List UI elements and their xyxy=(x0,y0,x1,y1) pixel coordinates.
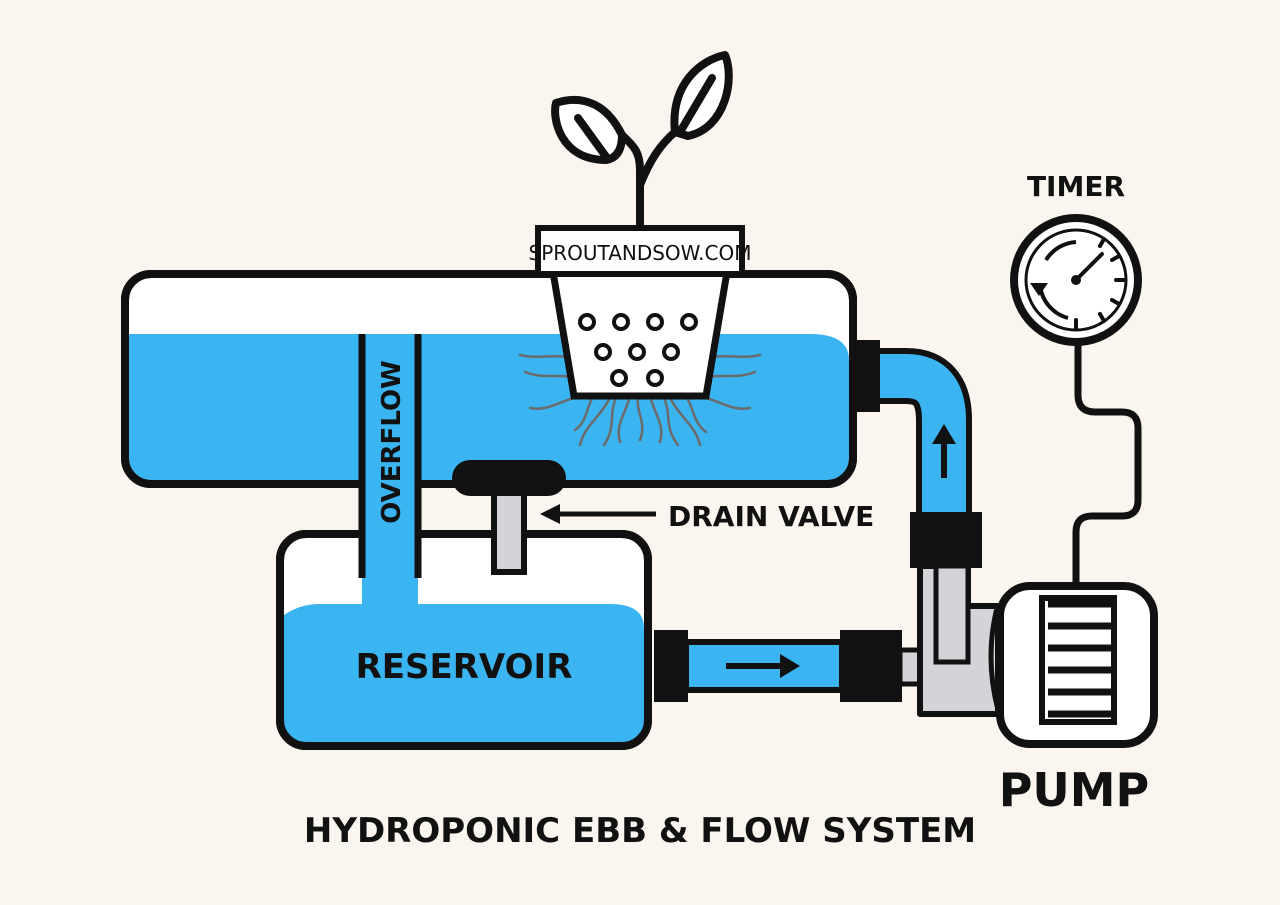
drain-valve-label: DRAIN VALVE xyxy=(668,500,874,533)
pump-body xyxy=(917,563,1001,717)
reservoir-label: RESERVOIR xyxy=(356,647,573,687)
reservoir-tank xyxy=(276,530,652,750)
timer-clock-icon xyxy=(1010,214,1142,346)
pump-motor-icon xyxy=(996,582,1158,748)
plant-pot xyxy=(535,225,745,400)
pump-label: PUMP xyxy=(999,763,1150,817)
grow-tray xyxy=(121,270,857,488)
arrow-left-icon xyxy=(540,504,656,524)
drain-valve xyxy=(452,460,566,575)
timer-cable xyxy=(1072,340,1142,585)
return-pipe xyxy=(850,340,982,568)
brand-label: SPROUTANDSOW.COM xyxy=(529,241,752,265)
arrow-right-icon xyxy=(726,654,800,678)
arrow-up-icon xyxy=(932,424,956,478)
plant-icon xyxy=(551,51,733,230)
overflow-pipe xyxy=(358,334,422,610)
timer-label: TIMER xyxy=(1027,170,1125,203)
diagram-title: HYDROPONIC EBB & FLOW SYSTEM xyxy=(304,811,976,851)
overflow-label: OVERFLOW xyxy=(377,360,407,524)
